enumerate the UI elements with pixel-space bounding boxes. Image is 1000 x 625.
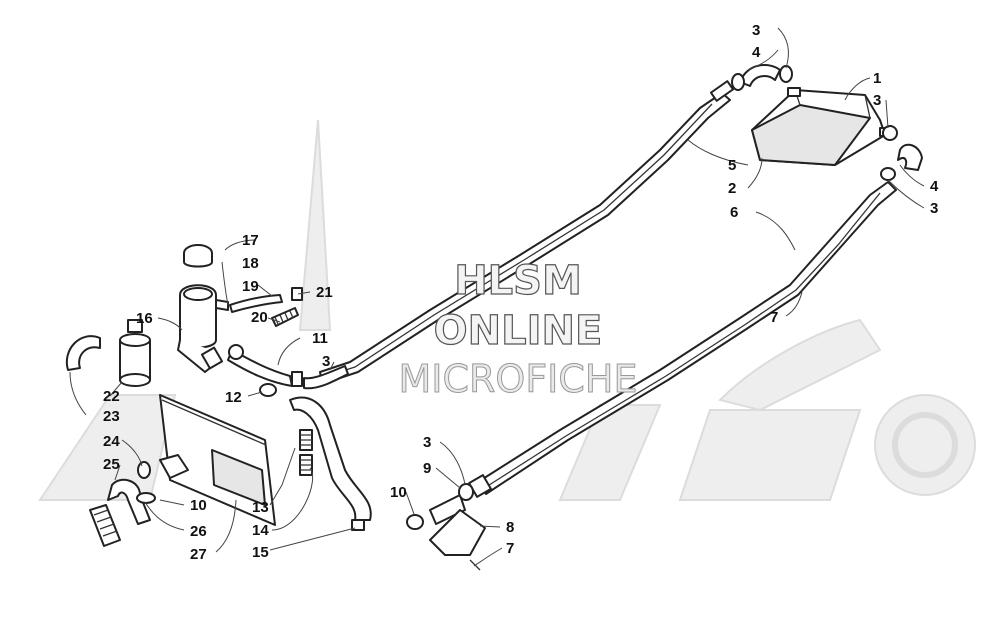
- part-27-radiator-panel: [159, 394, 276, 526]
- callout-7-bottom: 7: [506, 540, 514, 557]
- part-5-long-rail-upper: [319, 80, 735, 385]
- watermark: HLSM ONLINE MICROFICHE: [398, 257, 638, 401]
- part-6-long-rail-lower: [468, 181, 897, 498]
- callout-3-middle: 3: [322, 353, 330, 370]
- callout-13: 13: [252, 499, 269, 516]
- callout-6: 6: [730, 204, 738, 221]
- watermark-line2: ONLINE: [434, 308, 603, 354]
- callout-14: 14: [252, 522, 269, 539]
- callout-24: 24: [103, 433, 120, 450]
- watermark-line1: HLSM: [454, 258, 582, 304]
- callout-19: 19: [242, 278, 259, 295]
- parts-7-10-lower-connectors: [406, 483, 486, 571]
- callout-23: 23: [103, 408, 120, 425]
- callout-20: 20: [251, 309, 268, 326]
- callout-1: 1: [873, 70, 881, 87]
- callout-3-bottom: 3: [423, 434, 431, 451]
- callout-25: 25: [103, 456, 120, 473]
- parts-11-15-coolant-hoses: [227, 344, 372, 531]
- callout-17: 17: [242, 232, 259, 249]
- callout-5: 5: [728, 157, 736, 174]
- callout-10-bottom: 10: [390, 484, 407, 501]
- callout-22: 22: [103, 388, 120, 405]
- watermark-line3: MICROFICHE: [398, 357, 637, 401]
- callout-3-right-upper: 3: [873, 92, 881, 109]
- callout-12: 12: [225, 389, 242, 406]
- part-16-coolant-reservoir: [177, 244, 303, 373]
- part-22-23-pump-bracket: [65, 319, 151, 387]
- callout-9: 9: [423, 460, 431, 477]
- callout-10-left: 10: [190, 497, 207, 514]
- parts-3-4-top-hose-and-clamps: [731, 64, 923, 181]
- callout-21: 21: [316, 284, 333, 301]
- leader-lines: [69, 27, 925, 567]
- callout-18: 18: [242, 255, 259, 272]
- callout-15: 15: [252, 544, 269, 561]
- callout-11: 11: [312, 330, 328, 347]
- callout-4-top: 4: [752, 44, 761, 61]
- callout-27: 27: [190, 546, 207, 563]
- callout-16: 16: [136, 310, 153, 327]
- callout-2: 2: [728, 180, 736, 197]
- callout-3-right-lower: 3: [930, 200, 938, 217]
- callout-8: 8: [506, 519, 514, 536]
- part-1-heat-exchanger: [751, 87, 893, 166]
- callout-7-right: 7: [770, 309, 778, 326]
- callout-numbers: 1 2 3 3 3 3 3 4 4 5 6 7 7 8 9 10 10 11 1…: [103, 22, 939, 563]
- callout-4-right: 4: [930, 178, 939, 195]
- callout-3-top: 3: [752, 22, 760, 39]
- callout-26: 26: [190, 523, 207, 540]
